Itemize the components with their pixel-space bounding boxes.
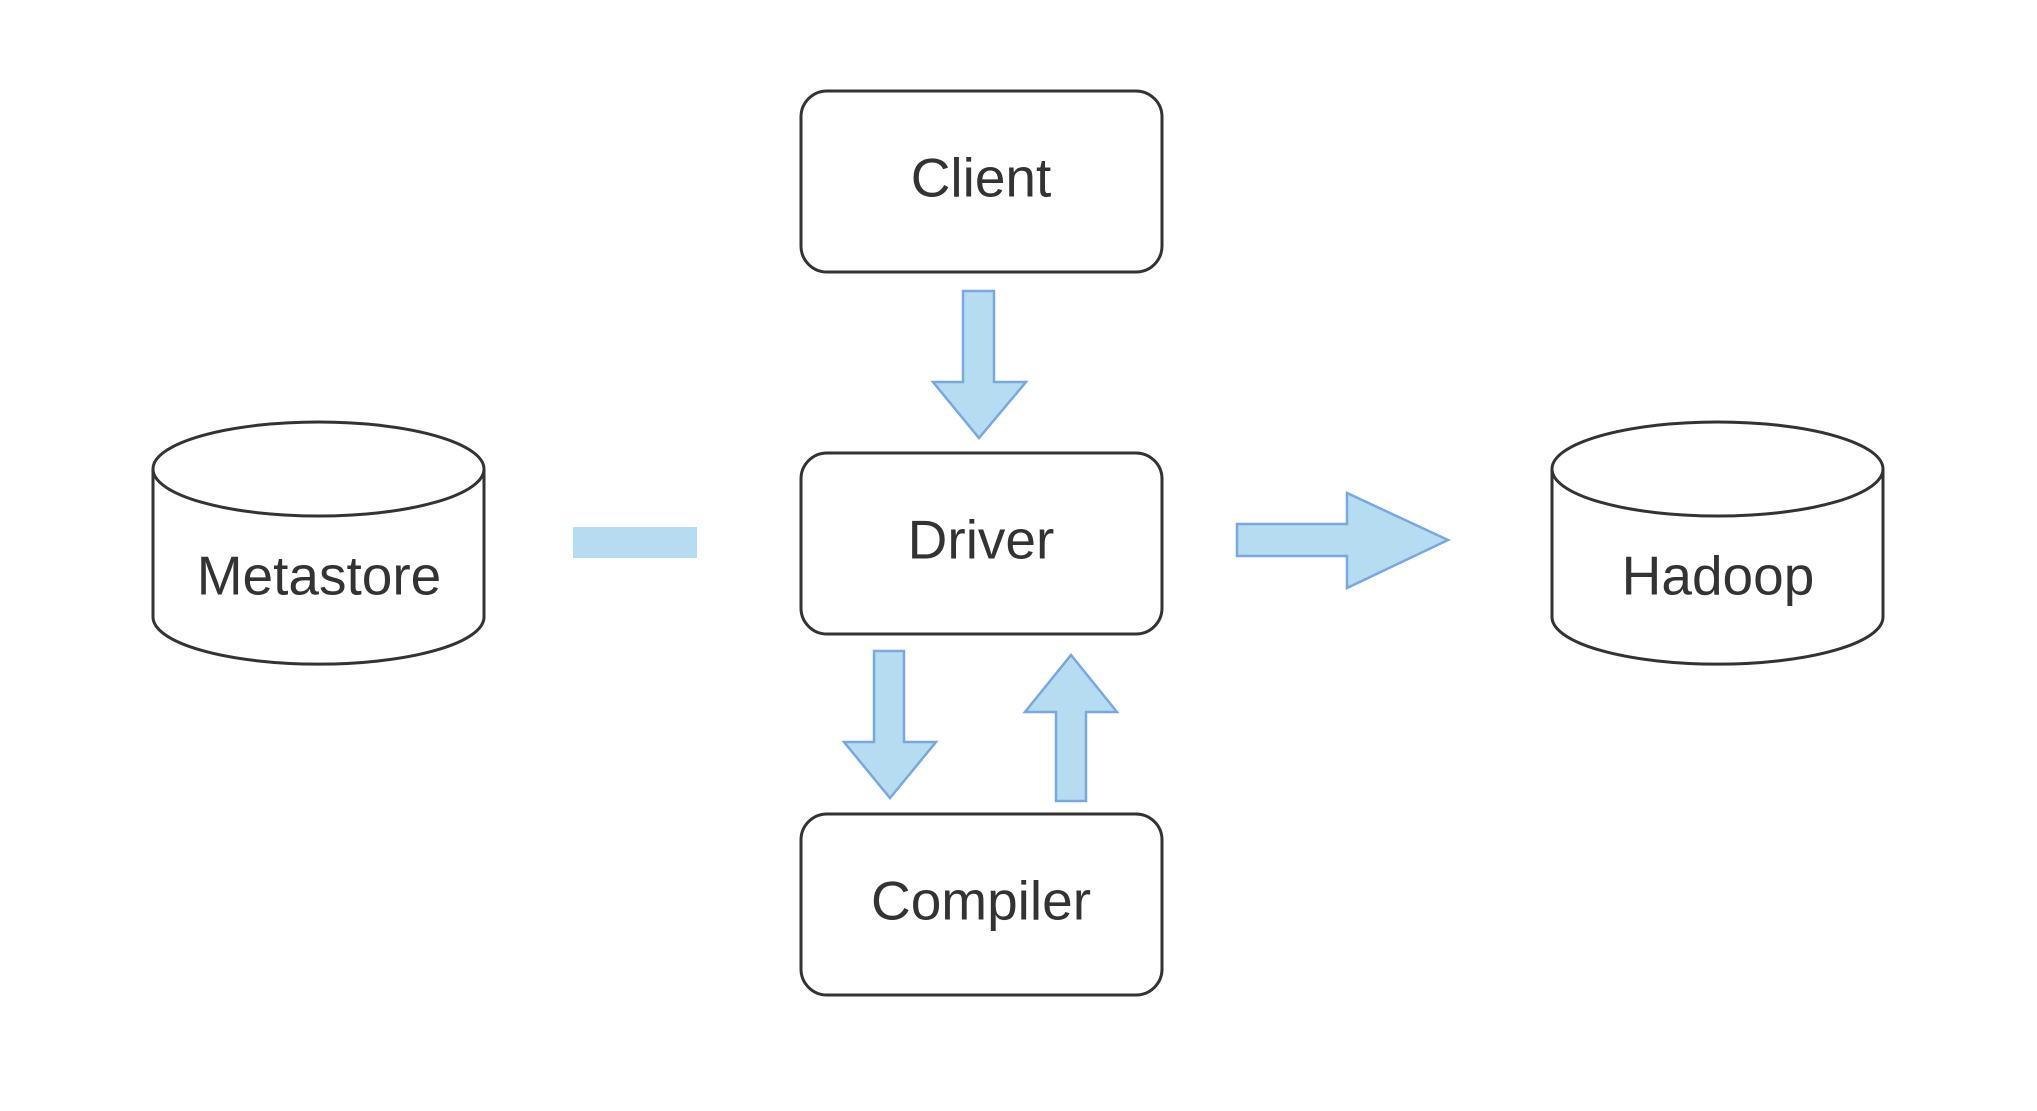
driver-label: Driver [908, 509, 1055, 571]
arrow-compiler-to-driver [1022, 653, 1120, 803]
arrow-driver-to-compiler [841, 649, 939, 800]
hadoop-node[interactable]: Hadoop [1550, 420, 1885, 666]
client-node[interactable]: Client [799, 89, 1164, 274]
compiler-node[interactable]: Compiler [799, 812, 1164, 997]
client-label: Client [911, 147, 1052, 209]
compiler-label: Compiler [871, 870, 1091, 932]
metastore-node[interactable]: Metastore [151, 420, 486, 666]
connector-metastore-driver [573, 527, 697, 558]
arrow-driver-to-hadoop [1235, 491, 1451, 590]
metastore-label: Metastore [197, 545, 442, 607]
arrow-client-to-driver [930, 289, 1029, 440]
driver-node[interactable]: Driver [799, 451, 1164, 636]
hadoop-label: Hadoop [1622, 545, 1815, 607]
